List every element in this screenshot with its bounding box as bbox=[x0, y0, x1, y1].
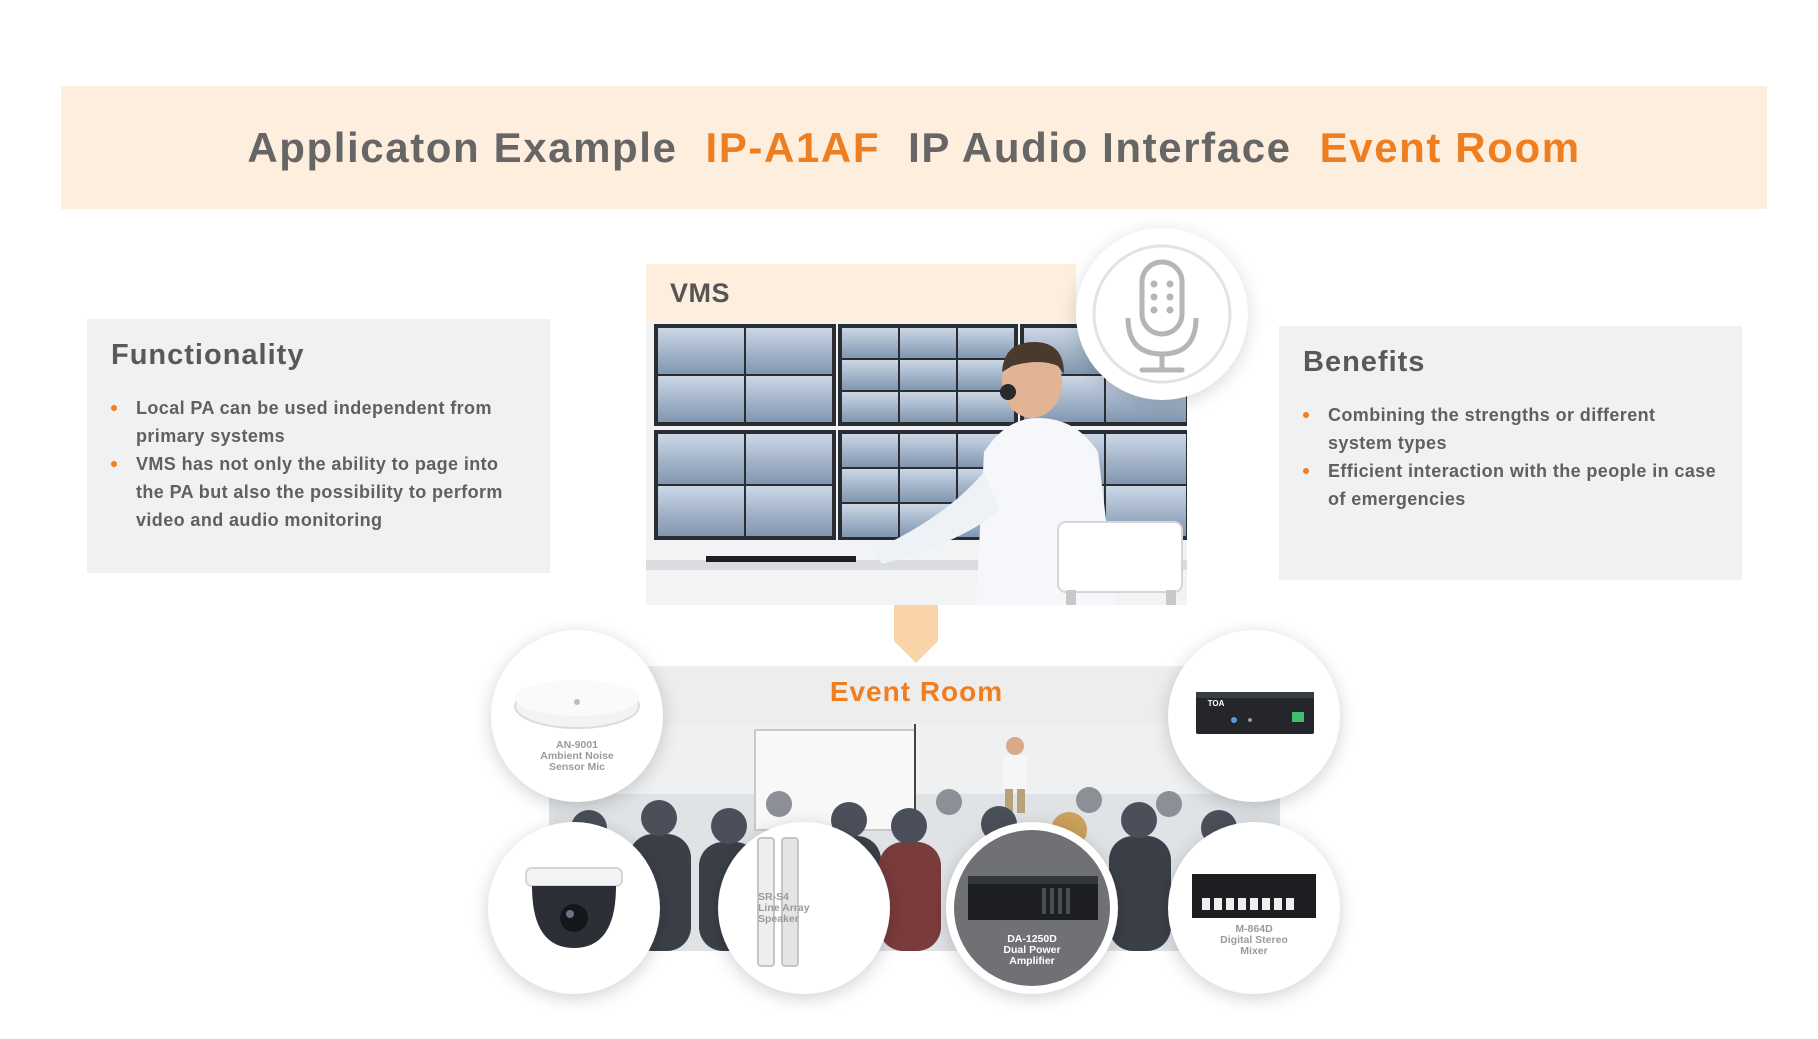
digital-mixer-circle: M-864D Digital Stereo Mixer bbox=[1168, 822, 1340, 994]
power-amplifier-circle: DA-1250D Dual Power Amplifier bbox=[946, 822, 1118, 994]
device-type-label: Dual Power bbox=[1003, 944, 1061, 956]
event-room-label-bar bbox=[646, 666, 1187, 724]
event-room-label: Event Room bbox=[829, 676, 1004, 707]
interface-device-icon bbox=[1196, 692, 1314, 734]
camera-circle bbox=[488, 822, 660, 994]
audience bbox=[559, 787, 1249, 951]
title-banner: Applicaton Example IP-A1AF IP Audio Inte… bbox=[61, 86, 1767, 209]
benefits-panel: Benefits Combining the strengths or diff… bbox=[1279, 326, 1742, 580]
microphone-icon bbox=[1092, 244, 1232, 384]
device-type-label: Amplifier bbox=[1009, 955, 1055, 967]
list-item: Combining the strengths or different sys… bbox=[1303, 401, 1718, 457]
title-part-application: Applicaton Example bbox=[247, 123, 678, 171]
title-part-model: IP-A1AF bbox=[705, 123, 881, 171]
title-part-product: IP Audio Interface bbox=[908, 123, 1292, 171]
office-chair bbox=[1057, 521, 1183, 605]
device-model-label: M-864D bbox=[1235, 923, 1273, 935]
device-type-label: Line Array bbox=[758, 902, 810, 914]
title-part-location: Event Room bbox=[1319, 123, 1581, 171]
mixer-icon bbox=[1192, 874, 1316, 918]
device-type-label: Speaker bbox=[758, 913, 799, 925]
operator-figure bbox=[874, 342, 1116, 605]
presenter-figure bbox=[1003, 737, 1027, 813]
list-item: Local PA can be used independent from pr… bbox=[111, 394, 526, 450]
vms-label-bar bbox=[646, 264, 1076, 322]
device-type-label: Mixer bbox=[1240, 945, 1268, 957]
line-array-speaker-circle: SR-S4 Line Array Speaker bbox=[718, 822, 890, 994]
device-model-label: AN-9001 bbox=[555, 739, 599, 751]
device-type-label: Sensor Mic bbox=[548, 761, 606, 773]
functionality-list: Local PA can be used independent from pr… bbox=[111, 394, 526, 534]
device-type-label: Digital Stereo bbox=[1220, 934, 1288, 946]
list-item: VMS has not only the ability to page int… bbox=[111, 450, 526, 534]
functionality-heading: Functionality bbox=[111, 339, 305, 371]
device-type-label: Ambient Noise bbox=[540, 750, 614, 762]
functionality-panel: Functionality Local PA can be used indep… bbox=[87, 319, 550, 573]
benefits-heading: Benefits bbox=[1303, 346, 1426, 378]
ip-audio-interface-circle: TOA bbox=[1168, 630, 1340, 802]
vms-photo-illustration bbox=[646, 322, 1187, 605]
microphone-circle bbox=[1076, 228, 1248, 400]
benefits-list: Combining the strengths or different sys… bbox=[1303, 401, 1718, 513]
device-model-label: DA-1250D bbox=[1007, 933, 1057, 945]
ambient-noise-sensor-circle: AN-9001 Ambient Noise Sensor Mic bbox=[491, 630, 663, 802]
amplifier-icon bbox=[954, 830, 1110, 986]
ceiling-sensor-mic-icon bbox=[514, 680, 640, 729]
brand-label: TOA bbox=[1207, 699, 1225, 708]
dome-camera-icon bbox=[525, 867, 623, 948]
flow-arrow-icon bbox=[894, 605, 938, 663]
vms-label: VMS bbox=[670, 278, 731, 308]
device-model-label: SR-S4 bbox=[758, 891, 789, 903]
list-item: Efficient interaction with the people in… bbox=[1303, 457, 1718, 513]
column-speaker-icon bbox=[757, 837, 799, 967]
